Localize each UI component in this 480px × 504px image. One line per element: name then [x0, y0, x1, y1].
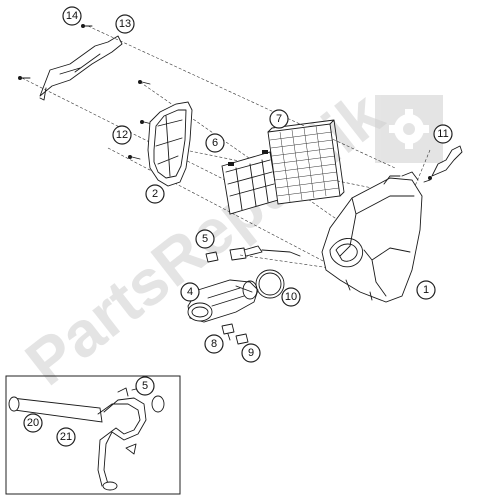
callout-13-label: 13	[119, 18, 131, 30]
callout-12-label: 12	[116, 129, 128, 141]
callout-1: 1	[416, 280, 436, 300]
inset-hose-detail	[5, 375, 181, 495]
callout-9-label: 9	[248, 347, 254, 359]
callout-10: 10	[281, 287, 301, 307]
callout-5-inset: 5	[135, 376, 155, 396]
part-9-fitting	[235, 333, 249, 345]
callout-2: 2	[145, 184, 165, 204]
callout-11-label: 11	[437, 128, 448, 140]
part-2-filter-frame	[147, 101, 193, 187]
callout-5-label: 5	[202, 233, 208, 245]
callout-7: 7	[269, 109, 289, 129]
part-7-air-filter	[267, 119, 345, 205]
part-11-clamp	[423, 145, 463, 183]
part-10-ring	[255, 269, 285, 299]
gear-icon	[375, 95, 443, 163]
callout-13: 13	[115, 14, 135, 34]
callout-21: 21	[56, 427, 76, 447]
callout-14: 14	[62, 6, 82, 26]
callout-4: 4	[180, 282, 200, 302]
part-5-fitting	[205, 245, 301, 263]
part-8-fitting	[221, 323, 235, 341]
callout-8: 8	[204, 334, 224, 354]
callout-12: 12	[112, 125, 132, 145]
callout-9: 9	[241, 343, 261, 363]
callout-7-label: 7	[276, 113, 282, 125]
callout-20: 20	[23, 413, 43, 433]
part-21-hose	[97, 387, 165, 491]
callout-6-label: 6	[212, 137, 218, 149]
callout-14-label: 14	[66, 10, 78, 22]
callout-6: 6	[205, 133, 225, 153]
part-14-screw	[81, 24, 93, 28]
callout-20-label: 20	[27, 417, 39, 429]
callout-21-label: 21	[60, 431, 72, 443]
part-13-bracket	[18, 35, 123, 101]
part-12-screws	[128, 80, 153, 160]
callout-5-inset-label: 5	[142, 380, 148, 392]
part-20-tube	[8, 396, 103, 423]
callout-10-label: 10	[285, 291, 297, 303]
callout-2-label: 2	[152, 188, 158, 200]
part-1-airbox	[321, 171, 423, 303]
callout-5: 5	[195, 229, 215, 249]
part-4-intake-boot	[187, 279, 259, 323]
callout-1-label: 1	[423, 284, 429, 296]
callout-4-label: 4	[187, 286, 193, 298]
callout-8-label: 8	[211, 338, 217, 350]
callout-11: 11	[433, 124, 453, 144]
